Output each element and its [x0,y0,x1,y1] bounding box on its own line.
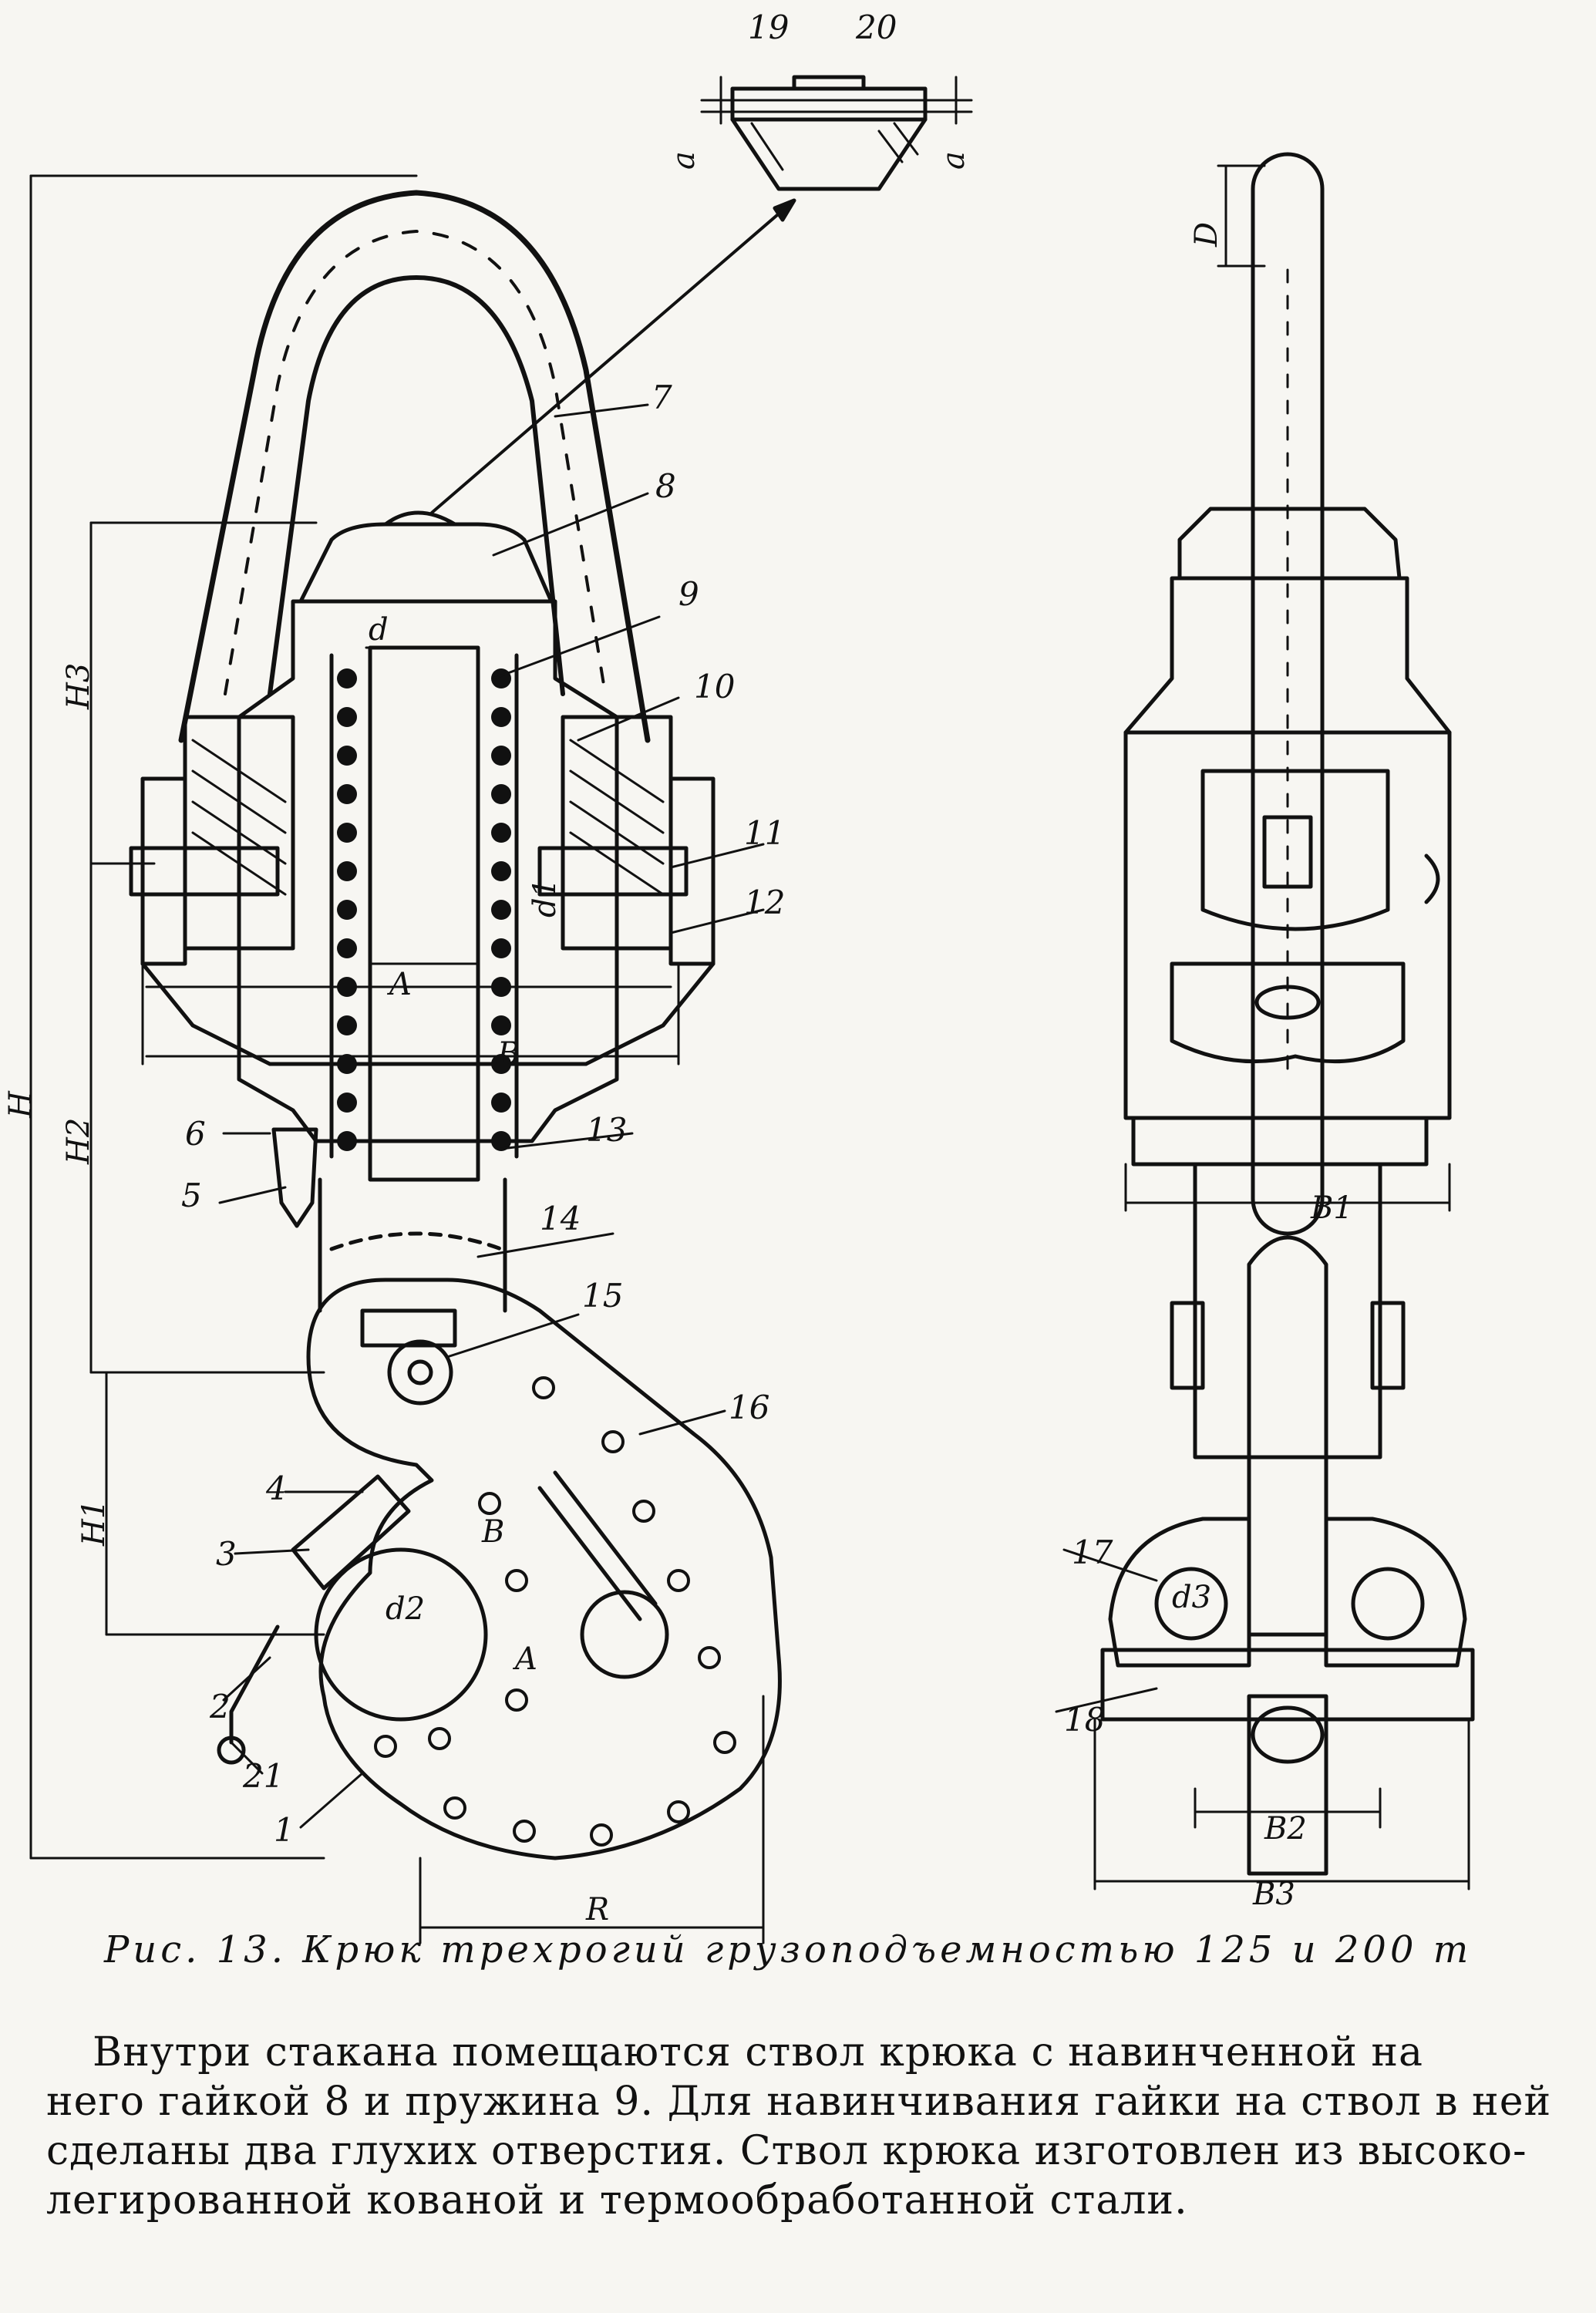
hook-shank [318,1177,507,1313]
callout-leader-lines [218,403,1158,1829]
dimension-label-d: d [369,612,389,648]
leader-line-detail [430,199,796,514]
part-label: 6 [185,1115,206,1153]
part-label: 13 [586,1111,627,1149]
dimension-label-H: H [3,1090,39,1119]
dimension-lines-right-view [1093,164,1470,1890]
bolt-holes [374,1376,736,1847]
dimension-label-B3: B3 [1252,1877,1295,1912]
dimension-label-H1: H1 [76,1500,112,1547]
spring-coils [337,668,511,1151]
dimension-label-H3: H3 [61,663,96,710]
part-label: 20 [855,8,897,46]
dimension-label-B-lower: B [481,1514,504,1550]
dimension-label-R: R [585,1892,609,1928]
dimension-label-B2: B2 [1264,1811,1307,1847]
dimension-label-a-left: a [666,151,702,170]
dimension-lines-left-view [29,174,765,1944]
part-label: 16 [729,1389,769,1426]
part-label: 2 [209,1688,231,1725]
body-line: Внутри стакана помещаются ствол крюка с … [93,2029,1423,2076]
part-label: 9 [678,575,699,613]
part-label: 4 [265,1470,287,1507]
dimension-label-d1: d1 [527,878,563,917]
dimension-label-B: B [497,1036,520,1072]
dimension-label-d3: d3 [1172,1580,1211,1615]
part-label: 18 [1064,1701,1105,1739]
dimension-label-D: D [1189,222,1224,247]
dimension-label-B1: B1 [1310,1190,1353,1226]
part-label: 8 [655,467,676,505]
part-label: 1 [274,1811,295,1849]
part-label: 10 [694,668,735,705]
dimension-label-a-right: a [936,151,971,170]
figure-caption: Рис. 13. Крюк трехрогий грузоподъемность… [103,1928,1472,1971]
dimension-label-A: A [386,967,412,1002]
body-paragraph: Внутри стакана помещаются ствол крюка с … [46,2028,1552,2225]
part-label: 14 [540,1200,581,1237]
dimension-label-H2: H2 [61,1118,96,1165]
body-line: сделаны два глухих отверстия. Ствол крюк… [46,2128,1527,2174]
shackle-loop [178,190,651,743]
dimension-label-A-lower: A [512,1641,537,1677]
body-line: легированной кованой и термообработанной… [46,2177,1188,2224]
part-label: 19 [748,8,789,46]
part-label: 5 [181,1177,202,1214]
hook-head-cap [298,510,554,604]
detail-19-20 [700,75,973,191]
body-line: него гайкой 8 и пружина 9. Для навинчива… [46,2079,1552,2125]
part-label: 3 [216,1535,237,1573]
right-view-exterior [1100,152,1475,1876]
part-label: 15 [582,1277,623,1315]
part-label: 21 [242,1757,284,1795]
arrowhead [773,198,796,222]
hook-body [217,1278,782,1860]
part-label: 7 [652,379,672,416]
dimension-label-d2: d2 [386,1591,425,1627]
hook-housing [129,599,716,1143]
part-label: 12 [744,884,785,921]
part-label: 17 [1072,1534,1113,1571]
part-label: 11 [744,814,785,852]
